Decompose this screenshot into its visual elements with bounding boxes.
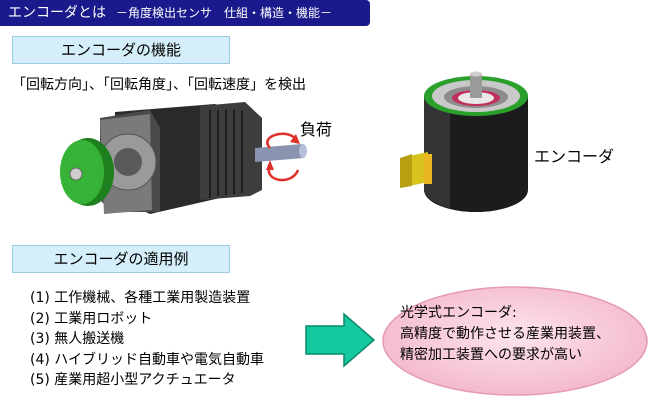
application-item: (3) 無人搬送機 bbox=[30, 331, 125, 347]
application-section-heading: エンコーダの適用例 bbox=[12, 245, 230, 273]
application-item: (2) 工業用ロボット bbox=[30, 310, 153, 327]
callout-line: 高精度で動作させる産業用装置、 bbox=[400, 326, 610, 342]
encoder-connector bbox=[400, 152, 432, 188]
function-description: 「回転方向」、「回転角度」、「回転速度」を検出 bbox=[12, 77, 306, 93]
page-title: エンコーダとは bbox=[8, 5, 106, 21]
application-item: (5) 産業用超小型アクチュエータ bbox=[30, 372, 236, 388]
callout-line: 光学式エンコーダ: bbox=[400, 305, 517, 321]
header-bar: エンコーダとは －角度検出センサ 仕組・構造・機能－ bbox=[0, 0, 370, 26]
callout-bubble bbox=[382, 286, 648, 396]
callout-text: 光学式エンコーダ: 高精度で動作させる産業用装置、 精密加工装置への要求が高い bbox=[400, 303, 610, 366]
application-item: (4) ハイブリッド自動車や電気自動車 bbox=[30, 351, 265, 368]
load-label: 負荷 bbox=[300, 120, 333, 139]
encoder-disc bbox=[60, 138, 114, 206]
encoder-label: エンコーダ bbox=[534, 147, 615, 166]
rotation-arrow-icon bbox=[266, 132, 300, 182]
application-item: (1) 工作機械、各種工業用製造装置 bbox=[30, 290, 251, 306]
right-arrow-icon bbox=[305, 312, 376, 368]
callout-line: 精密加工装置への要求が高い bbox=[400, 347, 582, 363]
function-section-heading: エンコーダの機能 bbox=[12, 36, 230, 64]
motor-body bbox=[99, 102, 262, 214]
page-subtitle: －角度検出センサ 仕組・構造・機能－ bbox=[116, 6, 333, 20]
application-list: (1) 工作機械、各種工業用製造装置 (2) 工業用ロボット (3) 無人搬送機… bbox=[30, 288, 264, 391]
output-shaft bbox=[255, 144, 307, 162]
